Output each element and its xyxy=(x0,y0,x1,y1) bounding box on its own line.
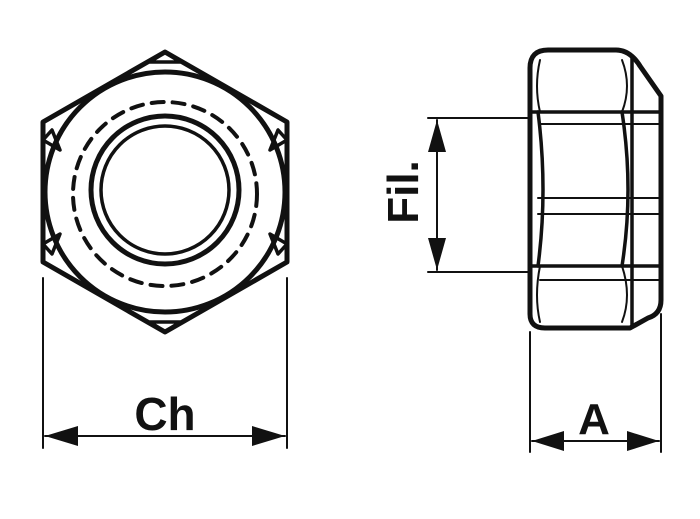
chamfer-arc-bottom xyxy=(536,265,541,323)
hex-corner-marks xyxy=(41,50,289,334)
nut-side-view xyxy=(527,47,664,331)
fil-arrow-top xyxy=(428,120,446,152)
ch-label: Ch xyxy=(134,388,195,440)
fil-label: Fil. xyxy=(379,160,428,224)
bearing-face-circle xyxy=(42,69,288,315)
ch-arrow-left xyxy=(45,426,78,446)
chamfer-arc-bottom-r xyxy=(621,265,628,323)
a-label: A xyxy=(578,395,610,444)
chamfer-arc-top-r xyxy=(621,59,628,113)
ch-arrow-right xyxy=(252,426,285,446)
fil-dimension: Fil. xyxy=(379,117,529,273)
side-outline xyxy=(527,47,664,331)
a-arrow-left xyxy=(532,431,564,451)
a-dimension: A xyxy=(529,313,662,453)
bore-inner-circle xyxy=(99,124,231,256)
locking-ring-dashed xyxy=(71,100,259,288)
chamfer-arc-left xyxy=(536,110,545,268)
nut-front-view xyxy=(40,49,290,335)
chamfer-arc-right xyxy=(620,110,630,268)
fil-arrow-bottom xyxy=(428,238,446,270)
bore-outer-circle xyxy=(88,113,242,267)
a-arrow-right xyxy=(627,431,659,451)
ch-dimension: Ch xyxy=(42,277,288,449)
hex-outline xyxy=(40,49,290,335)
chamfer-arc-top xyxy=(536,59,541,113)
